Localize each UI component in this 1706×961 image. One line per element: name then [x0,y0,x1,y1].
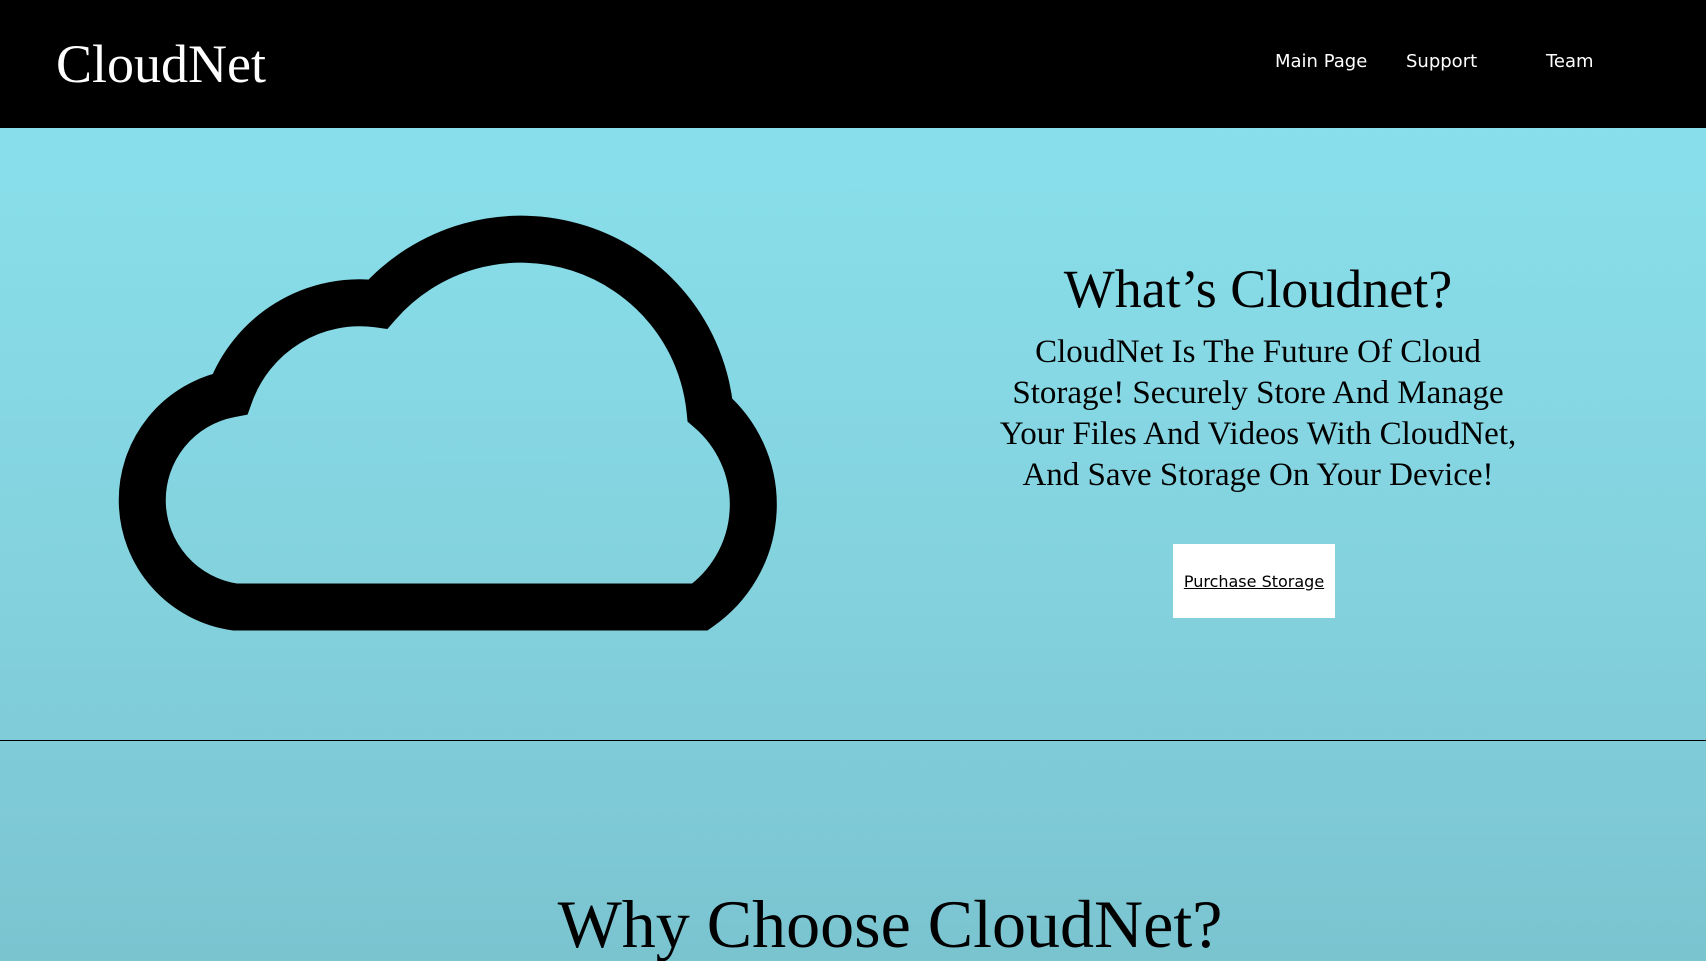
hero-intro: What’s Cloudnet? CloudNet Is The Future … [970,256,1546,496]
site-header: CloudNet Main Page Support Team [0,0,1706,128]
nav-link-team[interactable]: Team [1546,51,1594,72]
nav-link-support[interactable]: Support [1406,51,1478,72]
purchase-storage-button[interactable]: Purchase Storage [1173,544,1335,618]
why-choose-title: Why Choose CloudNet? [557,886,1223,961]
section-divider [0,740,1706,741]
hero-title: What’s Cloudnet? [1063,259,1453,319]
hero-description: CloudNet Is The Future Of Cloud Storage!… [999,334,1517,493]
main-nav: Main Page Support Team [0,50,1706,74]
site-logo[interactable]: CloudNet [56,34,266,94]
nav-link-main-page[interactable]: Main Page [1275,51,1368,72]
cloud-icon [118,215,777,631]
